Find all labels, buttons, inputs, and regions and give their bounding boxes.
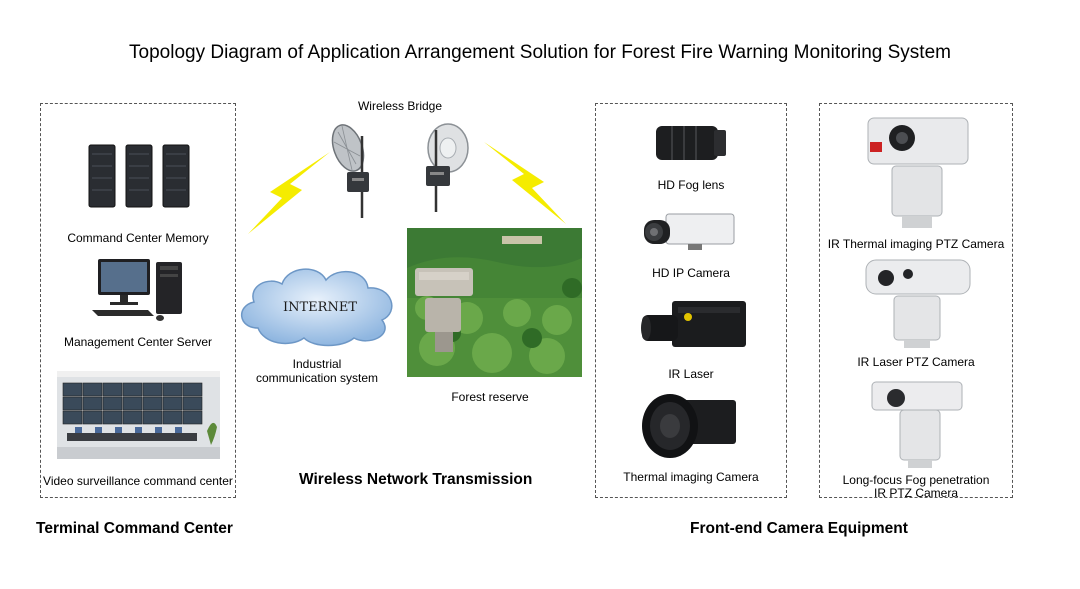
forest-reserve-label: Forest reserve [451,390,529,404]
hd-ip-camera-label: HD IP Camera [652,266,730,280]
ir-laser-icon [638,295,750,355]
thermal-imaging-camera-label: Thermal imaging Camera [623,470,759,484]
workstation-icon [90,256,190,322]
video-surveillance-label: Video surveillance command center [43,474,233,488]
server-rack-icon [86,142,192,208]
internet-label: INTERNET [283,300,357,315]
management-center-server-label: Management Center Server [63,335,213,349]
long-focus-ptz-label-line1: Long-focus Fog penetration [842,473,990,487]
wireless-network-transmission-label: Wireless Network Transmission [299,471,533,488]
wireless-bridge-label: Wireless Bridge [357,99,443,113]
thermal-ptz-camera-icon [862,112,974,232]
long-focus-ptz-label-line2: IR PTZ Camera [873,486,958,500]
hd-fog-lens-label: HD Fog lens [657,178,725,192]
internet-cloud-icon [234,256,402,348]
industrial-label-line1: Industrial [292,357,342,371]
lightning-right-icon [482,140,568,226]
camera-panel [595,103,787,498]
laser-ptz-camera-icon [862,254,974,350]
thermal-camera-icon [638,388,742,460]
video-wall-icon [57,371,220,459]
ir-laser-label: IR Laser [668,367,714,381]
ir-thermal-ptz-label: IR Thermal imaging PTZ Camera [827,237,1005,251]
diagram-title: Topology Diagram of Application Arrangem… [129,42,951,63]
lightning-left-icon [246,150,332,236]
fog-penetration-ptz-camera-icon [866,378,970,470]
grid-antenna-icon [326,118,382,222]
terminal-command-center-label: Terminal Command Center [36,520,233,537]
ir-laser-ptz-label: IR Laser PTZ Camera [857,355,975,369]
industrial-label-line2: communication system [255,371,379,385]
ip-camera-icon [640,208,740,254]
forest-reserve-image [407,228,582,377]
terminal-command-panel [40,103,236,498]
fog-lens-icon [652,120,732,166]
dish-antenna-icon [418,122,474,216]
front-end-camera-equipment-label: Front-end Camera Equipment [690,520,908,537]
ptz-panel [819,103,1013,498]
command-center-memory-label: Command Center Memory [67,231,209,245]
